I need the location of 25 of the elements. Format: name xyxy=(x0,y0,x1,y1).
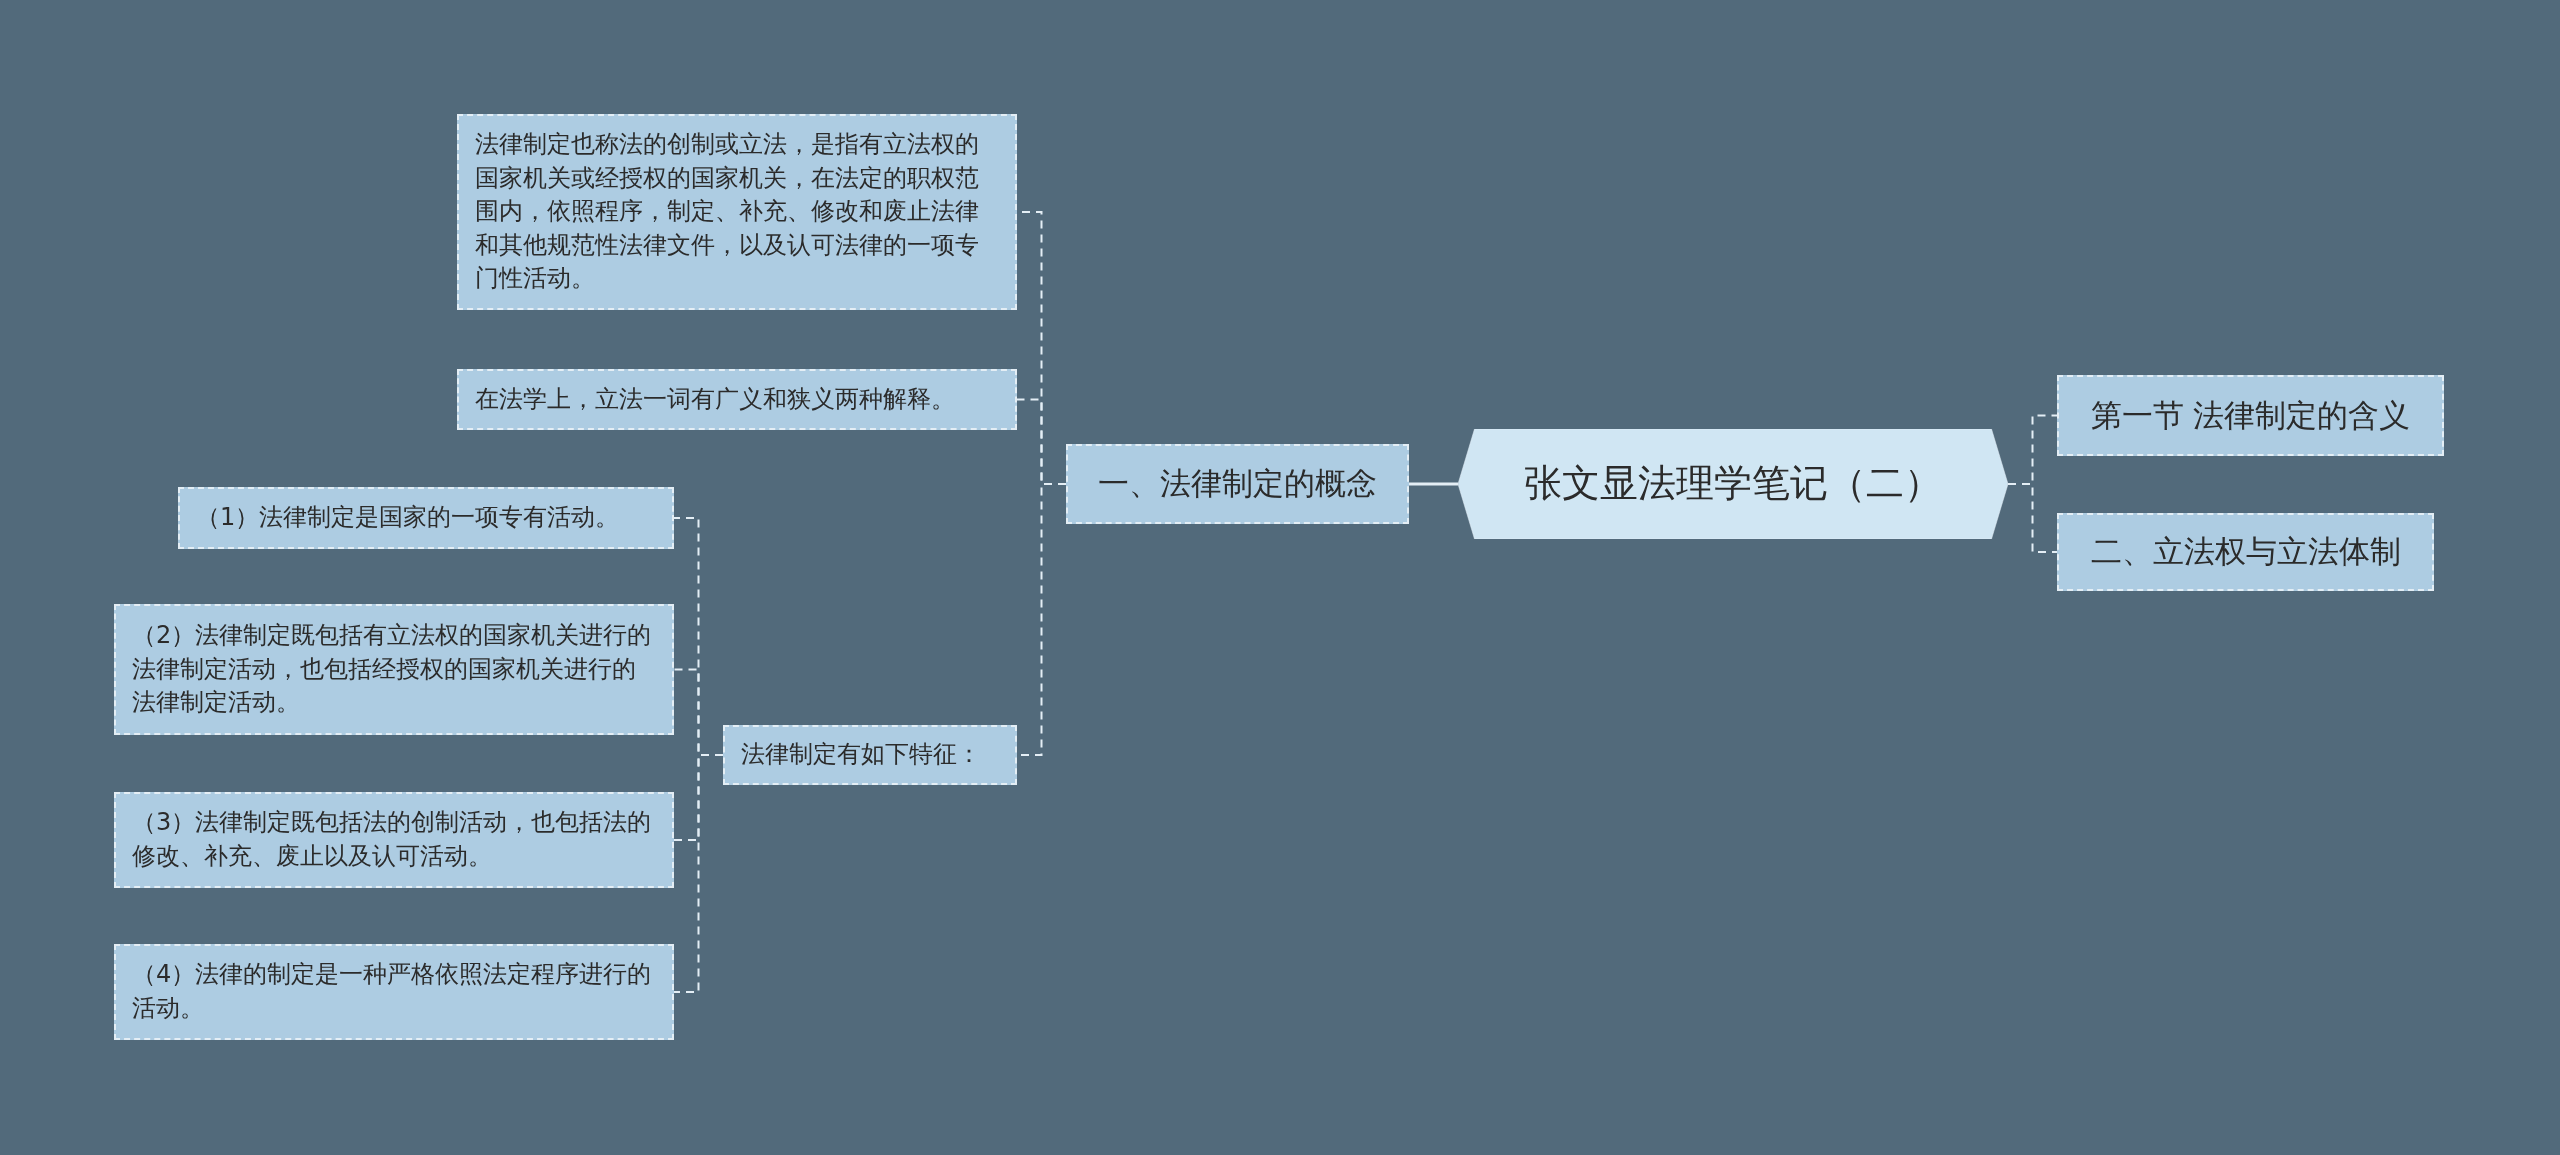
topic-text: （3）法律制定既包括法的创制活动，也包括法的修改、补充、废止以及认可活动。 xyxy=(132,807,653,872)
topic-box xyxy=(178,487,674,549)
topic-box xyxy=(114,792,674,888)
topic-box xyxy=(2057,375,2444,456)
topic-box xyxy=(457,369,1017,430)
topic-text: （2）法律制定既包括有立法权的国家机关进行的法律制定活动，也包括经授权的国家机关进行的法律制定活动。 xyxy=(132,620,653,719)
topic-text: （4）法律的制定是一种严格依照法定程序进行的活动。 xyxy=(132,959,653,1024)
topic-text: 法律制定也称法的创制或立法，是指有立法权的国家机关或经授权的国家机关，在法定的职权范围内，依照程序，制定、补充、修改和废止法律和其他规范性法律文件，以及认可法律的一项专门性活动。 xyxy=(475,129,980,295)
topic-text: （1）法律制定是国家的一项专有活动。 xyxy=(196,502,620,534)
topic-text: 一、法律制定的概念 xyxy=(1098,464,1377,504)
topic-box xyxy=(457,114,1017,310)
connector-line xyxy=(673,754,724,993)
topic-box xyxy=(114,944,674,1040)
topic-text: 在法学上，立法一词有广义和狭义两种解释。 xyxy=(475,383,955,415)
topic-text: 张文显法理学笔记（二） xyxy=(1524,460,1942,508)
topic-text: 法律制定有如下特征： xyxy=(741,739,981,771)
connector-line xyxy=(2007,483,2058,553)
topic-box xyxy=(114,604,674,735)
topic-hexagon xyxy=(1458,429,2008,539)
topic-text: 第一节 法律制定的含义 xyxy=(2090,395,2411,435)
topic-text: 二、立法权与立法体制 xyxy=(2090,532,2401,572)
topic-box xyxy=(2057,513,2434,591)
connector-line xyxy=(1409,482,1458,486)
topic-box xyxy=(1066,444,1409,524)
topic-box xyxy=(723,725,1017,785)
